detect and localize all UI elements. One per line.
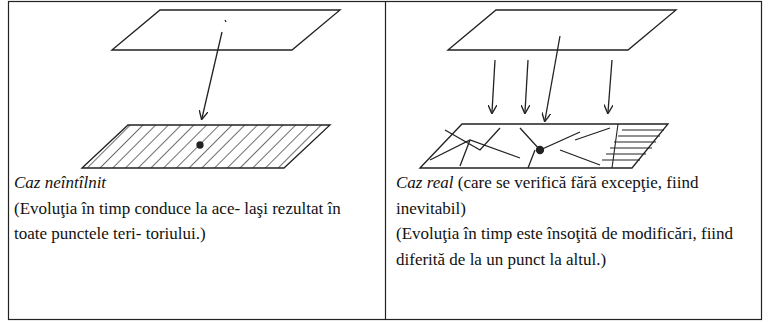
text-line: Caz real (care se verifică fără excepţie…: [396, 170, 752, 221]
uniform-sketch: [82, 10, 340, 168]
case-title: Caz real: [396, 173, 453, 192]
varied-sketch: [420, 10, 676, 168]
table-frame: [9, 2, 762, 320]
cell-text: Caz neîntîlnit (Evoluţia în timp conduce …: [14, 170, 370, 247]
cell-text: Caz real (care se verifică fără excepţie…: [396, 170, 752, 272]
text-line: Caz neîntîlnit: [14, 170, 370, 196]
case-description: (Evoluţia în timp este însoţită de modif…: [396, 221, 752, 272]
case-description: (Evoluţia în timp conduce la ace- laşi r…: [14, 196, 370, 247]
case-title: Caz neîntîlnit: [14, 173, 106, 192]
